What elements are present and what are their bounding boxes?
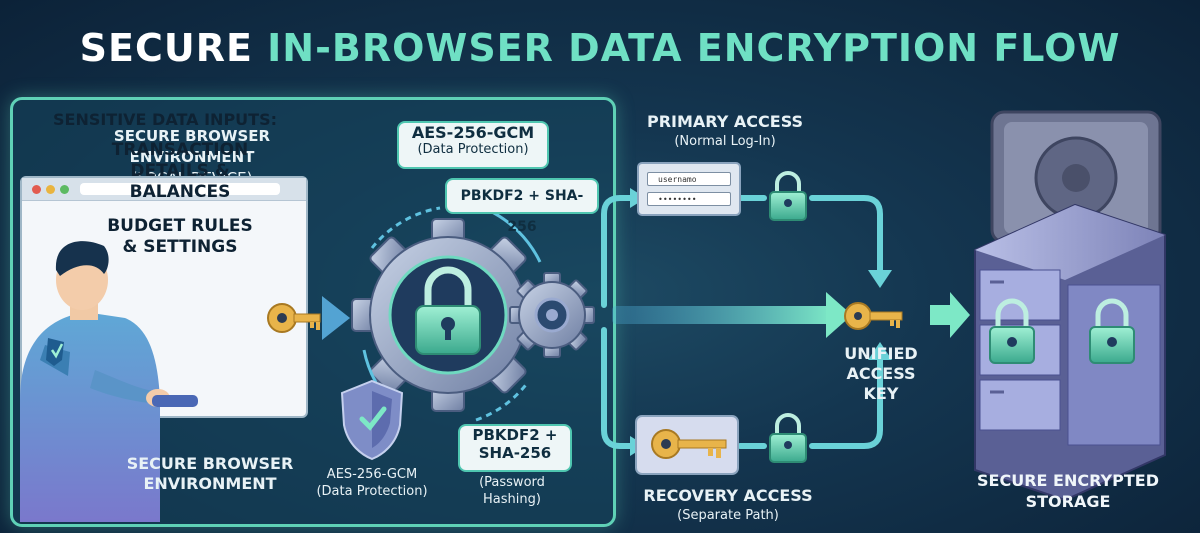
transaction-line1: TRANSACTION [111,140,249,160]
recovery-lock-icon [769,413,807,463]
aes-callout-title: AES-256-GCM [411,123,535,142]
minimize-dot-icon [46,185,55,194]
key-icon [267,303,321,333]
pbkdf-callout-top: PBKDF2 + SHA-256 [445,178,599,235]
arrow-down-icon [868,270,892,288]
to-storage-arrow-icon [930,292,970,338]
recovery-key-card [635,415,739,475]
storage-line1: SECURE ENCRYPTED [977,471,1159,490]
page-title: SECURE IN-BROWSER DATA ENCRYPTION FLOW [0,26,1200,70]
flow-connectors [601,195,883,449]
panel-heading-title: SECURE BROWSER ENVIRONMENT [113,127,271,166]
unified-line1: UNIFIED [844,344,918,363]
panel-footer-label: SECURE BROWSER ENVIRONMENT [100,454,320,494]
password-field[interactable]: •••••••• [647,192,731,206]
panel-footer-line2: ENVIRONMENT [143,474,277,493]
transaction-line2: DETAILS & [130,161,230,181]
unified-line3: KEY [863,384,899,403]
aes-label-sub: (Data Protection) [316,484,428,499]
password-hashing-line2: Hashing) [483,492,541,507]
transaction-item: TRANSACTION DETAILS & BALANCES [80,140,280,203]
primary-access-label: PRIMARY ACCESS (Normal Log-In) [620,112,830,149]
input-arrow-icon [322,296,350,340]
storage-line2: STORAGE [1025,492,1111,511]
pbkdf-bottom-line2: SHA-256 [478,444,552,462]
orbit-arc [475,381,530,422]
title-part-secure: SECURE [79,26,268,70]
panel-footer-line1: SECURE BROWSER [126,454,294,473]
unified-key-icon [844,302,903,330]
password-hashing-line1: (Password [479,475,545,490]
unified-access-key-label: UNIFIED ACCESS KEY [826,344,936,404]
close-dot-icon [32,185,41,194]
budget-line1: BUDGET RULES [107,216,253,236]
budget-item: BUDGET RULES & SETTINGS [80,216,280,258]
pbkdf-bottom-line1: PBKDF2 + [472,426,558,444]
lock-icon [415,266,481,355]
arrow-up-icon [868,342,892,360]
pbkdf-callout-top-text: PBKDF2 + SHA-256 [460,188,584,235]
recovery-access-sub: (Separate Path) [677,508,779,523]
vault-icon [990,110,1162,244]
middle-flow-beam [612,306,832,324]
pbkdf-callout-bottom: PBKDF2 + SHA-256 [458,424,572,472]
transaction-line3: BALANCES [129,182,231,202]
aes-label-bottom: AES-256-GCM (Data Protection) [302,466,442,500]
budget-line2: & SETTINGS [122,237,238,257]
password-hashing-label: (Password Hashing) [456,474,568,508]
maximize-dot-icon [60,185,69,194]
recovery-access-title: RECOVERY ACCESS [643,486,813,505]
inputs-heading: SENSITIVE DATA INPUTS: [52,110,277,129]
login-form-card: usernamo •••••••• [637,162,741,216]
username-field[interactable]: usernamo [647,172,731,186]
storage-lock-icon [1089,298,1135,364]
shield-check-icon [340,379,404,461]
secure-storage-label: SECURE ENCRYPTED STORAGE [958,470,1178,512]
primary-access-title: PRIMARY ACCESS [646,112,804,131]
browser-titlebar [22,178,306,201]
small-gear-icon [509,272,595,358]
title-part-flow: IN-BROWSER DATA ENCRYPTION FLOW [267,26,1121,70]
beam-arrow-icon [826,292,852,338]
unified-line2: ACCESS [846,364,916,383]
person-icon [20,241,198,522]
aes-label-title: AES-256-GCM [326,467,418,482]
primary-lock-icon [769,171,807,221]
recovery-access-label: RECOVERY ACCESS (Separate Path) [618,486,838,523]
storage-lock-icon [989,298,1035,364]
primary-access-sub: (Normal Log-In) [674,134,776,149]
aes-callout: AES-256-GCM (Data Protection) [397,121,549,169]
aes-callout-sub: (Data Protection) [417,142,529,157]
address-bar [80,183,280,195]
